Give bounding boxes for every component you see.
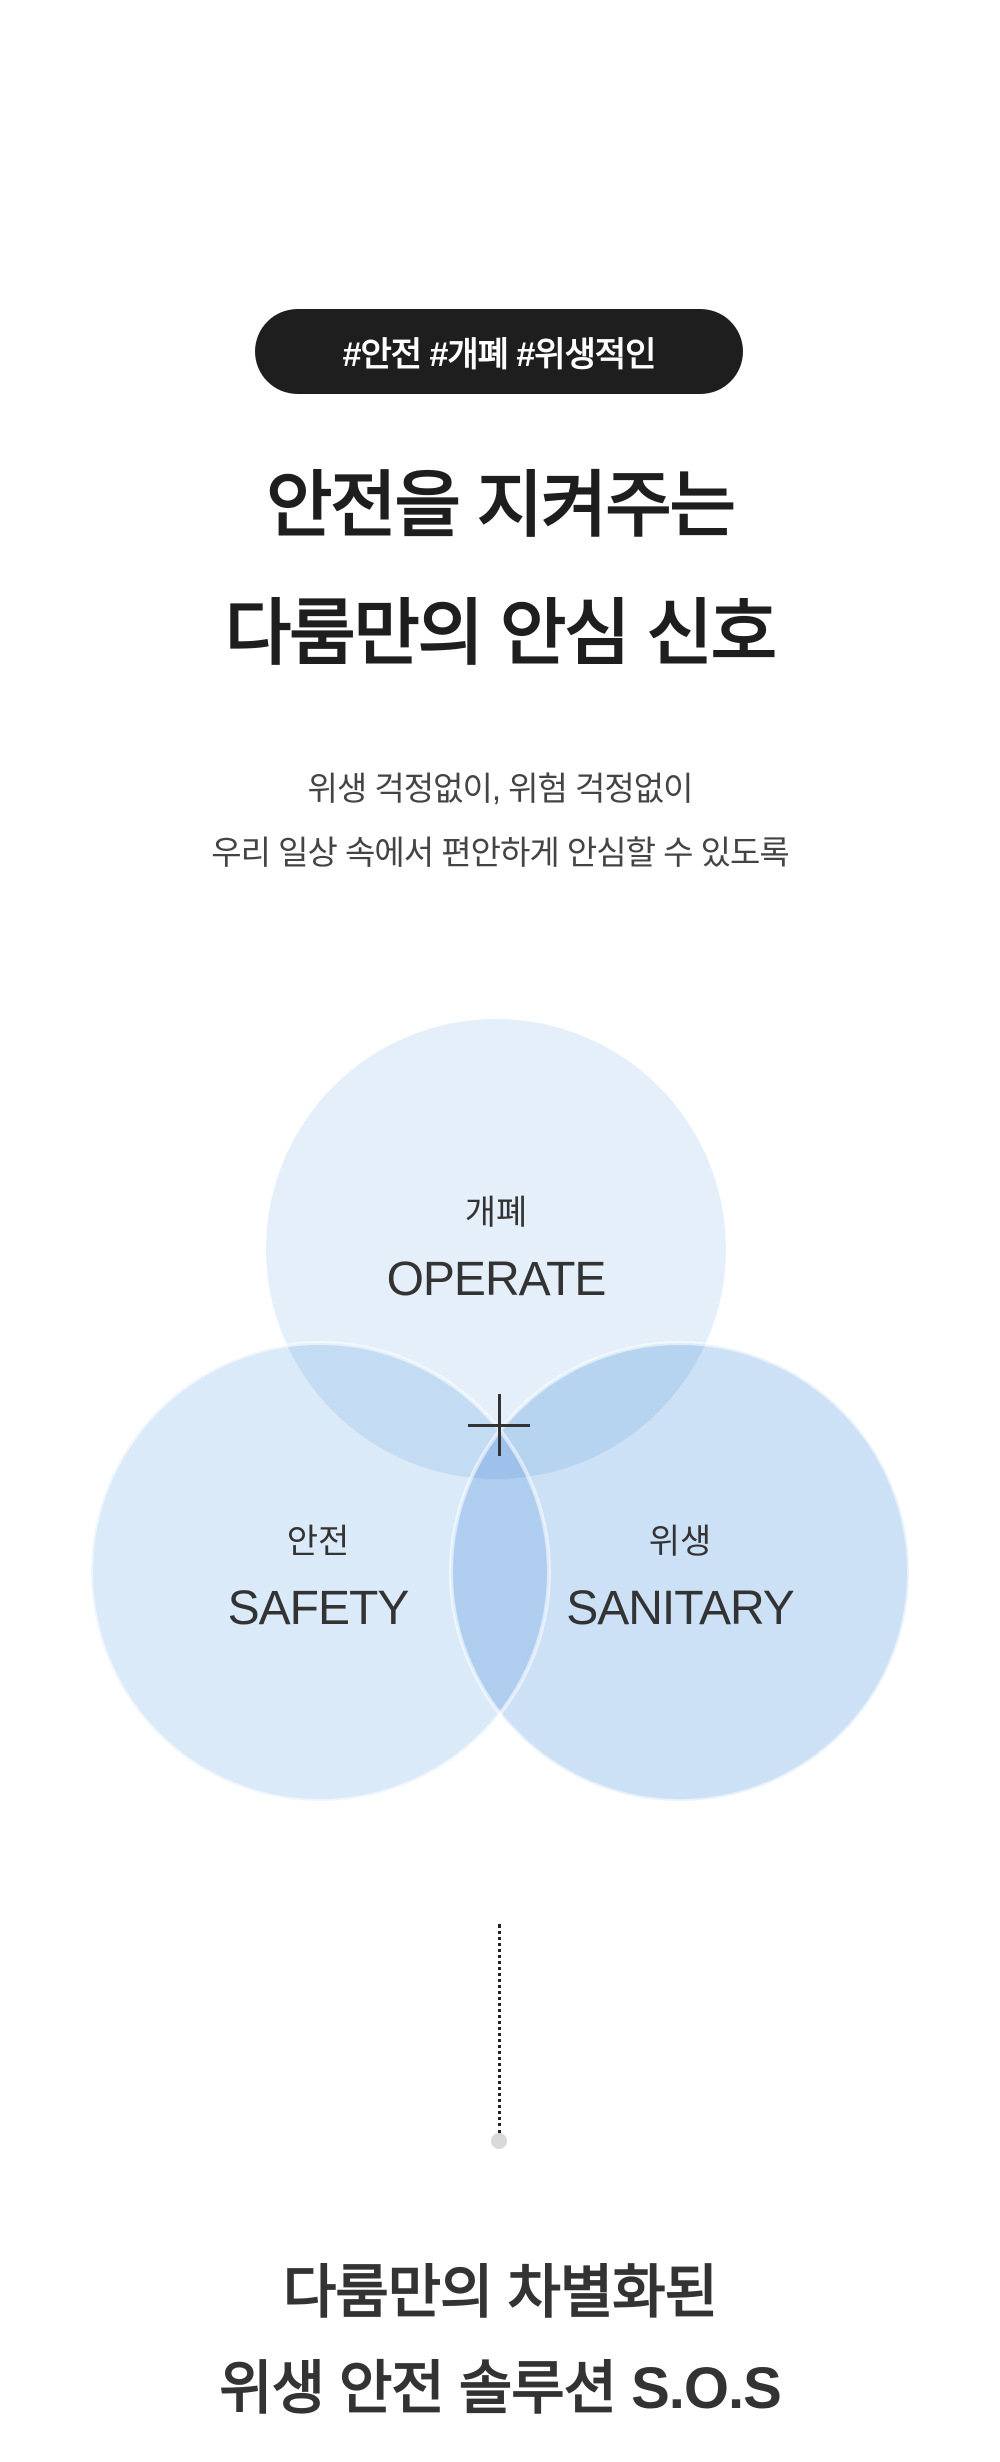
bottom-heading-line1: 다룸만의 차별화된 [283, 2260, 718, 2325]
page-title-line1: 안전을 지켜주는 [266, 466, 736, 546]
connector-dot [491, 2133, 507, 2149]
venn-label-safety-ko: 안전 [286, 1523, 350, 1561]
dotted-connector-line [498, 1924, 501, 2134]
venn-label-operate-ko: 개폐 [464, 1194, 528, 1232]
subtitle-line2: 우리 일상 속에서 편안하게 안심할 수 있도록 [211, 834, 790, 871]
hashtag-text: #안전 #개폐 #위생적인 [342, 336, 657, 374]
page-title-line2: 다룸만의 안심 신호 [225, 594, 777, 674]
subtitle-line1: 위생 걱정없이, 위험 걱정없이 [307, 770, 694, 807]
venn-label-sanitary-en: SANITARY [566, 1582, 795, 1635]
plus-icon-vertical [498, 1394, 501, 1456]
venn-label-operate-en: OPERATE [386, 1253, 607, 1306]
bottom-heading-line2: 위생 안전 솔루션 S.O.S [219, 2356, 782, 2421]
venn-ring-sanitary [449, 1341, 911, 1803]
venn-label-safety-en: SAFETY [227, 1582, 410, 1635]
venn-label-sanitary-ko: 위생 [648, 1523, 712, 1561]
hashtag-pill: #안전 #개폐 #위생적인 [255, 309, 743, 394]
